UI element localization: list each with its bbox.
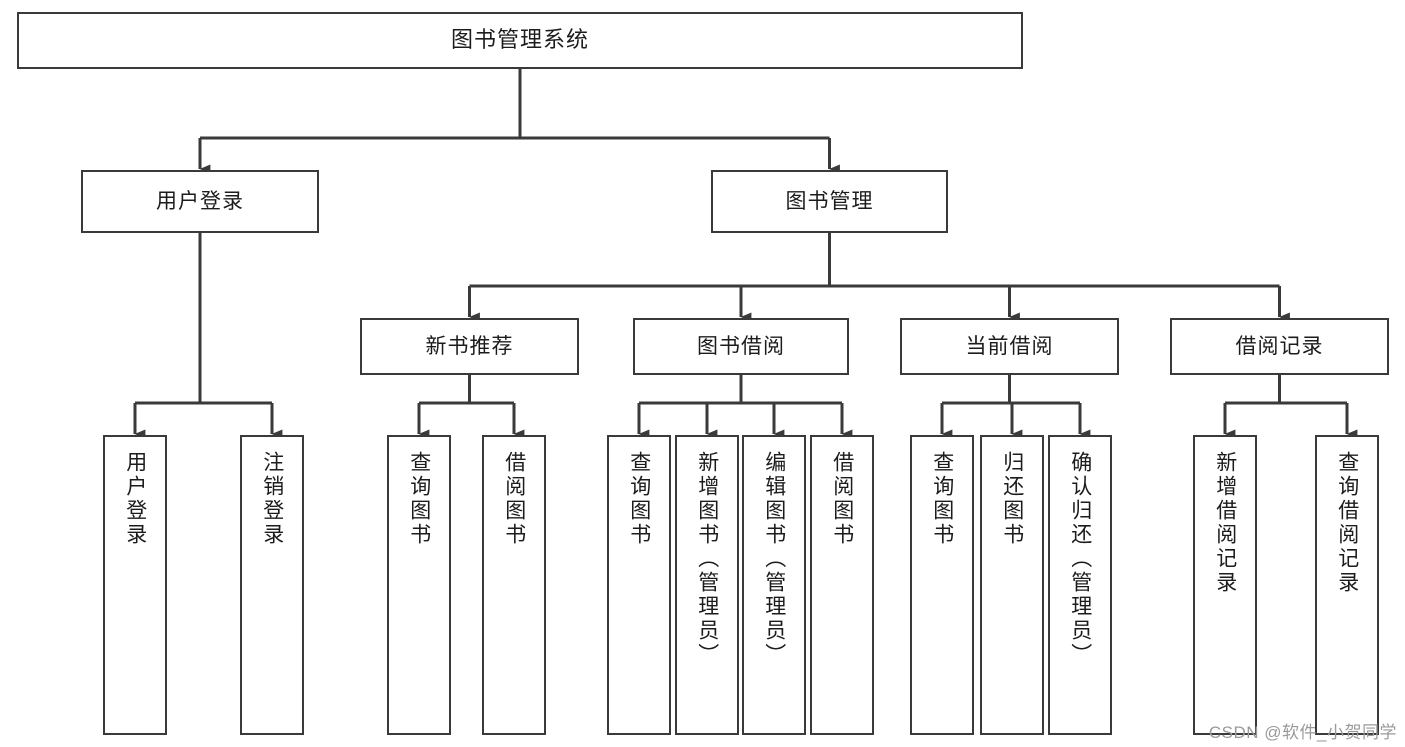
node-leaf-query-book-borrow[interactable]: 查询图书	[607, 435, 671, 735]
node-borrow-record[interactable]: 借阅记录	[1170, 318, 1389, 375]
leaf-label: 注销登录	[260, 451, 284, 547]
node-book-manage[interactable]: 图书管理	[711, 170, 948, 233]
leaf-label: 查询图书	[930, 451, 954, 547]
node-root[interactable]: 图书管理系统	[17, 12, 1023, 69]
leaf-label: 确认归还（管理员）	[1068, 451, 1092, 667]
leaf-label: 借阅图书	[502, 451, 526, 547]
leaf-label: 编辑图书（管理员）	[762, 451, 786, 667]
node-leaf-add-book-admin[interactable]: 新增图书（管理员）	[675, 435, 739, 735]
csdn-watermark: CSDN @软件_小贺同学	[1208, 723, 1397, 742]
leaf-label: 新增借阅记录	[1213, 451, 1237, 595]
node-leaf-query-book-recommend[interactable]: 查询图书	[387, 435, 451, 735]
leaf-label: 查询图书	[407, 451, 431, 547]
node-leaf-borrow-book-recommend[interactable]: 借阅图书	[482, 435, 546, 735]
node-leaf-query-book-current[interactable]: 查询图书	[910, 435, 974, 735]
node-user-login[interactable]: 用户登录	[81, 170, 319, 233]
leaf-label: 归还图书	[1000, 451, 1024, 547]
node-leaf-query-borrow-record[interactable]: 查询借阅记录	[1315, 435, 1379, 735]
node-leaf-confirm-return-admin[interactable]: 确认归还（管理员）	[1048, 435, 1112, 735]
node-leaf-edit-book-admin[interactable]: 编辑图书（管理员）	[742, 435, 806, 735]
leaf-label: 借阅图书	[830, 451, 854, 547]
leaf-label: 查询借阅记录	[1335, 451, 1359, 595]
node-new-book-recommend[interactable]: 新书推荐	[360, 318, 579, 375]
node-leaf-user-login[interactable]: 用户登录	[103, 435, 167, 735]
leaf-label: 查询图书	[627, 451, 651, 547]
node-leaf-return-book[interactable]: 归还图书	[980, 435, 1044, 735]
leaf-label: 新增图书（管理员）	[695, 451, 719, 667]
node-leaf-borrow-book[interactable]: 借阅图书	[810, 435, 874, 735]
leaf-label: 用户登录	[123, 451, 147, 547]
node-book-borrow[interactable]: 图书借阅	[633, 318, 849, 375]
node-leaf-add-borrow-record[interactable]: 新增借阅记录	[1193, 435, 1257, 735]
node-current-borrow[interactable]: 当前借阅	[900, 318, 1119, 375]
node-leaf-user-logout[interactable]: 注销登录	[240, 435, 304, 735]
